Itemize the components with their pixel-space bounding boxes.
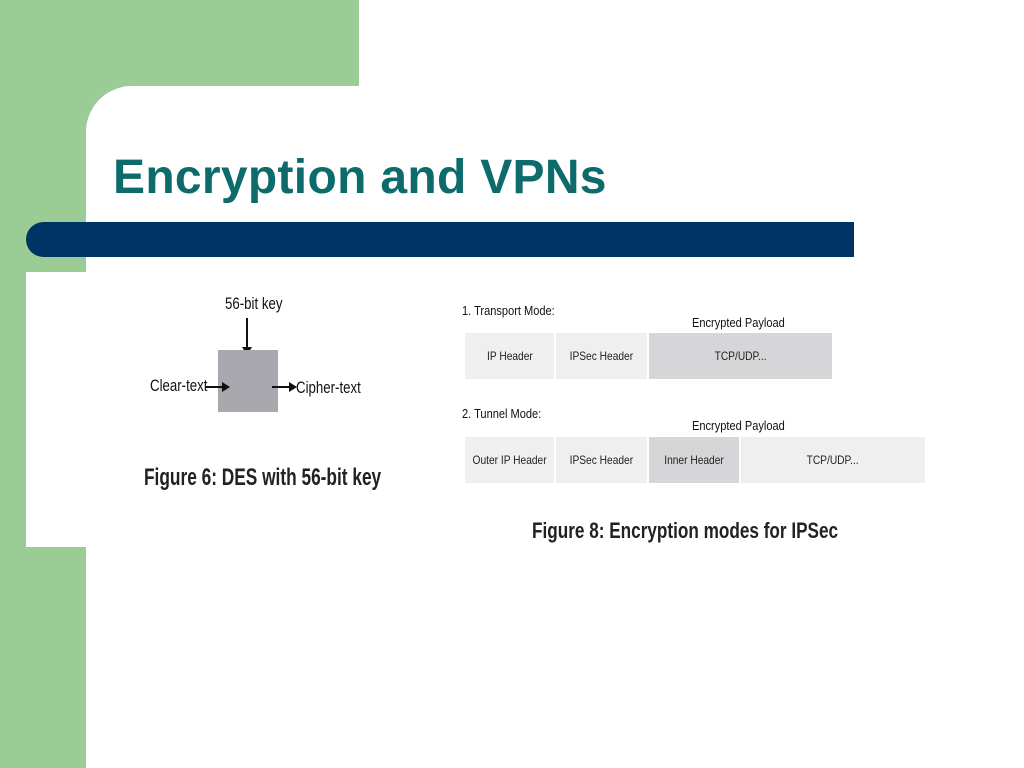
figure-ipsec-modes: 1. Transport Mode: Encrypted Payload IP …	[462, 300, 932, 560]
tunnel-cell-outer-ip-header: Outer IP Header	[465, 437, 554, 483]
tunnel-payload-label: Encrypted Payload	[692, 418, 785, 433]
figure-des-diagram: 56-bit key Clear-text Cipher-text Figure…	[140, 288, 390, 508]
transport-cell-ip-header: IP Header	[465, 333, 554, 379]
left-white-strip	[26, 272, 86, 547]
transport-cell-payload: TCP/UDP...	[649, 333, 832, 379]
key-label: 56-bit key	[225, 294, 283, 313]
tunnel-cell-payload: TCP/UDP...	[741, 437, 925, 483]
des-cipher-box	[218, 350, 278, 412]
output-label: Cipher-text	[296, 378, 361, 397]
tunnel-cell-ipsec-header: IPSec Header	[556, 437, 647, 483]
key-arrow-icon	[242, 318, 252, 355]
transport-mode-label: 1. Transport Mode:	[462, 303, 555, 318]
output-arrow-icon	[272, 382, 297, 392]
figure8-caption: Figure 8: Encryption modes for IPSec	[532, 518, 839, 543]
input-label: Clear-text	[150, 376, 208, 395]
input-arrow-icon	[205, 382, 230, 392]
transport-cell-ipsec-header: IPSec Header	[556, 333, 647, 379]
tunnel-cell-inner-header: Inner Header	[649, 437, 739, 483]
transport-payload-label: Encrypted Payload	[692, 315, 785, 330]
figure6-caption: Figure 6: DES with 56-bit key	[144, 464, 382, 491]
content-area	[86, 86, 1024, 768]
tunnel-mode-label: 2. Tunnel Mode:	[462, 406, 542, 421]
slide-title: Encryption and VPNs	[113, 151, 607, 204]
title-underline-bar	[26, 222, 854, 257]
